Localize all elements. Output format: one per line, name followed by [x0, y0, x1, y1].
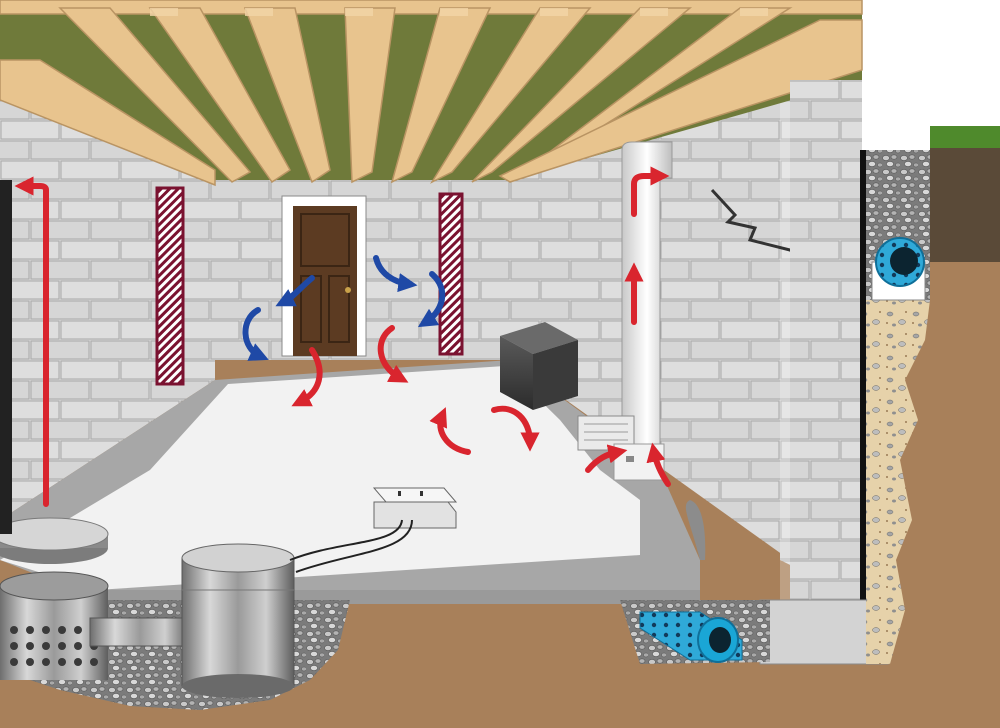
vent-icon [155, 186, 185, 386]
discharge-pipe [0, 180, 12, 534]
waterproof-membrane [860, 150, 866, 660]
grass [930, 126, 1000, 148]
floor-joists [0, 0, 863, 187]
outlet-box [289, 487, 458, 573]
cool-airflow [242, 255, 446, 361]
topsoil [930, 148, 1000, 262]
door-icon [281, 195, 367, 357]
dehumidifier-icon [500, 322, 578, 410]
warm-airflow [14, 166, 671, 507]
drain-tile-icon [871, 237, 926, 301]
vent-icon [438, 192, 464, 356]
sump-pump-icon [0, 571, 191, 680]
vapor-barrier [0, 366, 640, 590]
foundation-wall [790, 80, 862, 605]
drain-tile-icon [620, 600, 770, 664]
exterior-backfill [866, 300, 930, 664]
sump-lid [0, 517, 109, 564]
sump-pump-icon [181, 543, 295, 698]
